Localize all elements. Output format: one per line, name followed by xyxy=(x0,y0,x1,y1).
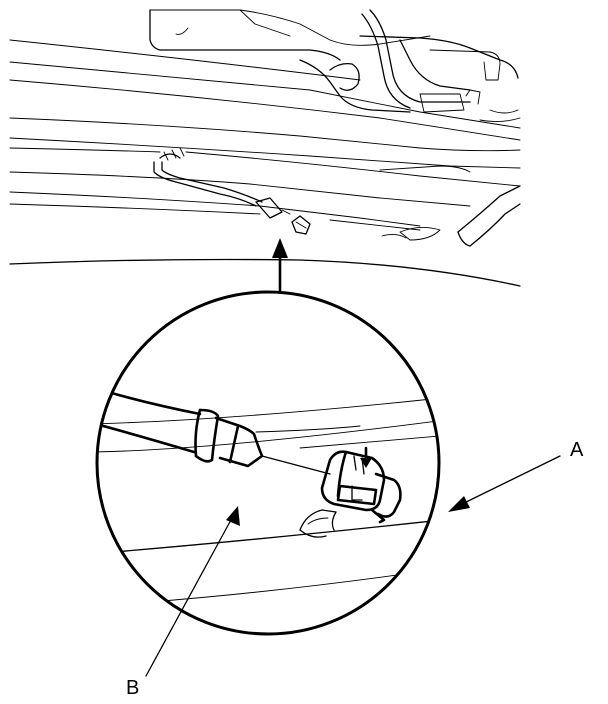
callout-label-a: A xyxy=(570,439,584,461)
detail-circle-outline xyxy=(95,290,441,636)
upper-body-panel xyxy=(149,9,519,113)
floor-panel-lines xyxy=(9,39,521,287)
detail-magnifier xyxy=(95,290,441,636)
quick-connector xyxy=(299,446,402,538)
right-tube xyxy=(381,185,521,247)
overview-vehicle-underside xyxy=(9,9,521,287)
callout-leader-b xyxy=(145,506,240,677)
overview-fuel-hose xyxy=(153,147,311,235)
magnifier-pointer-arrow xyxy=(272,238,288,294)
fuel-hose xyxy=(97,384,331,475)
callout-label-b: B xyxy=(126,677,139,699)
callout-leader-a xyxy=(448,455,561,512)
